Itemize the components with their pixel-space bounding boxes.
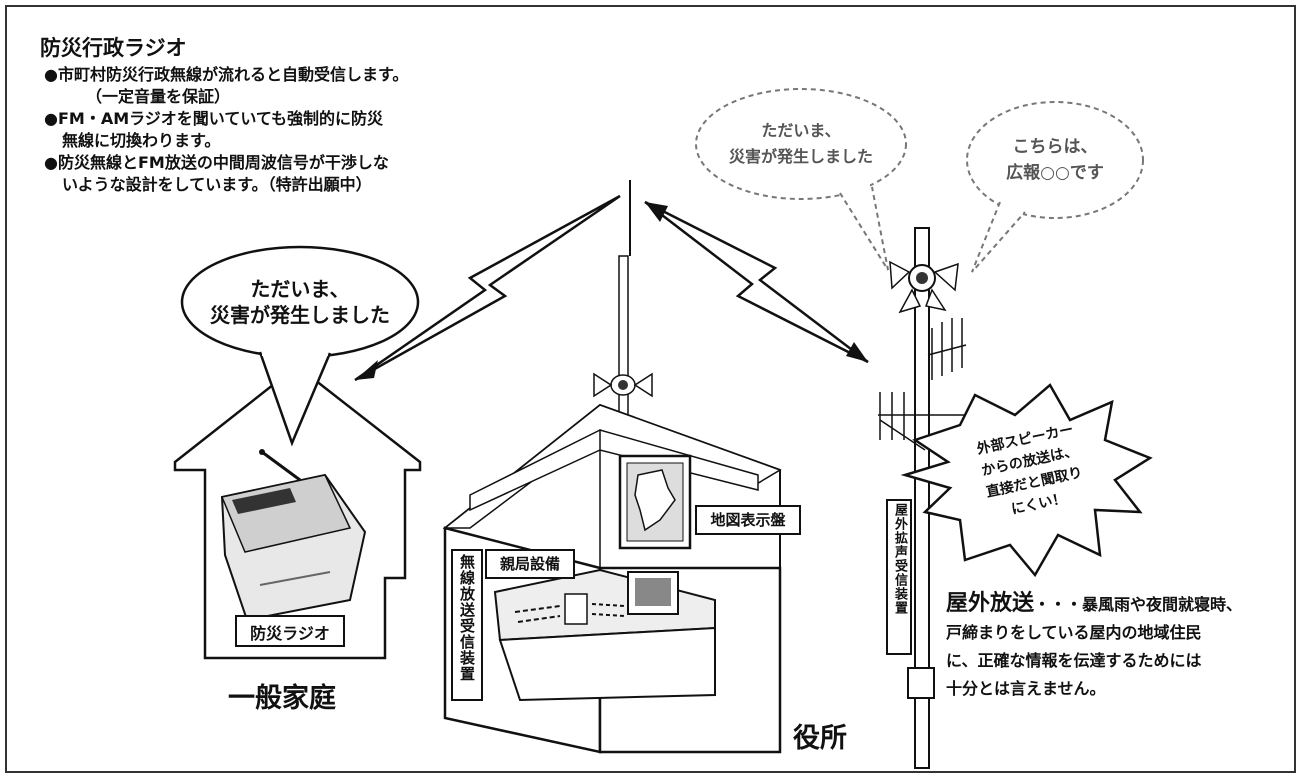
home-label: 一般家庭 [228, 683, 336, 714]
outdoor-speech-bubble-right [966, 101, 1144, 273]
header-title: 防災行政ラジオ [40, 36, 187, 60]
warning-burst-bubble [900, 383, 1153, 578]
outdoor-speaker-icon [889, 260, 959, 314]
wireless-receiver-label: 無線放送受信装置 [458, 554, 476, 682]
outdoor-note-line-3: に、正確な情報を伝達するためには [946, 651, 1202, 670]
home-speech-bubble [180, 245, 420, 447]
outdoor-note-line-1: 屋外放送・・・暴風雨や夜間就寝時、 [946, 590, 1242, 619]
office-speaker-icon [593, 372, 653, 398]
outdoor-right-bubble-text: こちらは、 広報○○です [985, 134, 1125, 186]
header-line-6: いような設計をしています。（特許出願中） [62, 175, 372, 194]
outdoor-note-head: 屋外放送 [946, 591, 1035, 616]
outdoor-speaker-pole [878, 227, 968, 769]
wireless-receiver-label-box [451, 549, 483, 701]
outdoor-note-line-4: 十分とは言えません。 [946, 679, 1106, 698]
home-bubble-text: ただいま、 災害が発生しました [200, 276, 400, 328]
outdoor-left-bubble-line-2: 災害が発生しました [728, 147, 873, 166]
map-board-label-box [695, 505, 801, 535]
header-line-5: ●防災無線とFM放送の中間周波信号が干渉しな [44, 153, 389, 172]
radio-label-box [235, 615, 345, 647]
map-board-label: 地図表示盤 [710, 511, 786, 529]
outdoor-speech-bubble-left [695, 88, 907, 271]
outdoor-right-bubble-line-1: こちらは、 [1012, 137, 1098, 157]
parent-station-desk-icon [493, 568, 716, 702]
outdoor-right-bubble-line-2: 広報○○です [1006, 163, 1104, 183]
parent-station-label: 親局設備 [499, 555, 560, 573]
header-line-2: （一定音量を保証） [86, 87, 231, 106]
home-bubble-line-2: 災害が発生しました [210, 303, 390, 327]
home-bubble-line-1: ただいま、 [250, 277, 350, 301]
header-line-3: ●FM・AMラジオを聞いていても強制的に防災 [44, 109, 384, 128]
outdoor-receiver-label: 屋外拡声受信装置 [892, 503, 907, 615]
header-line-1: ●市町村防災行政無線が流れると自動受信します。 [44, 65, 409, 84]
outdoor-receiver-label-box [886, 499, 912, 655]
radio-label: 防災ラジオ [250, 624, 330, 643]
disaster-radio-icon [220, 449, 367, 622]
parent-station-label-box [485, 549, 575, 579]
radio-wave-bolt-outdoor [644, 200, 869, 364]
office-label: 役所 [793, 723, 847, 754]
outdoor-left-bubble-text: ただいま、 災害が発生しました [711, 118, 891, 170]
map-board-icon [618, 454, 692, 550]
outdoor-left-bubble-line-1: ただいま、 [761, 121, 841, 140]
outdoor-note: 屋外放送・・・暴風雨や夜間就寝時、 戸締まりをしている屋内の地域住民 に、正確な… [946, 590, 1242, 703]
outer-frame [5, 5, 1296, 773]
header-line-4: 無線に切換わります。 [62, 131, 221, 150]
outdoor-note-line-2: 戸締まりをしている屋内の地域住民 [946, 623, 1202, 642]
outdoor-note-line-1-rest: ・・・暴風雨や夜間就寝時、 [1034, 595, 1243, 614]
